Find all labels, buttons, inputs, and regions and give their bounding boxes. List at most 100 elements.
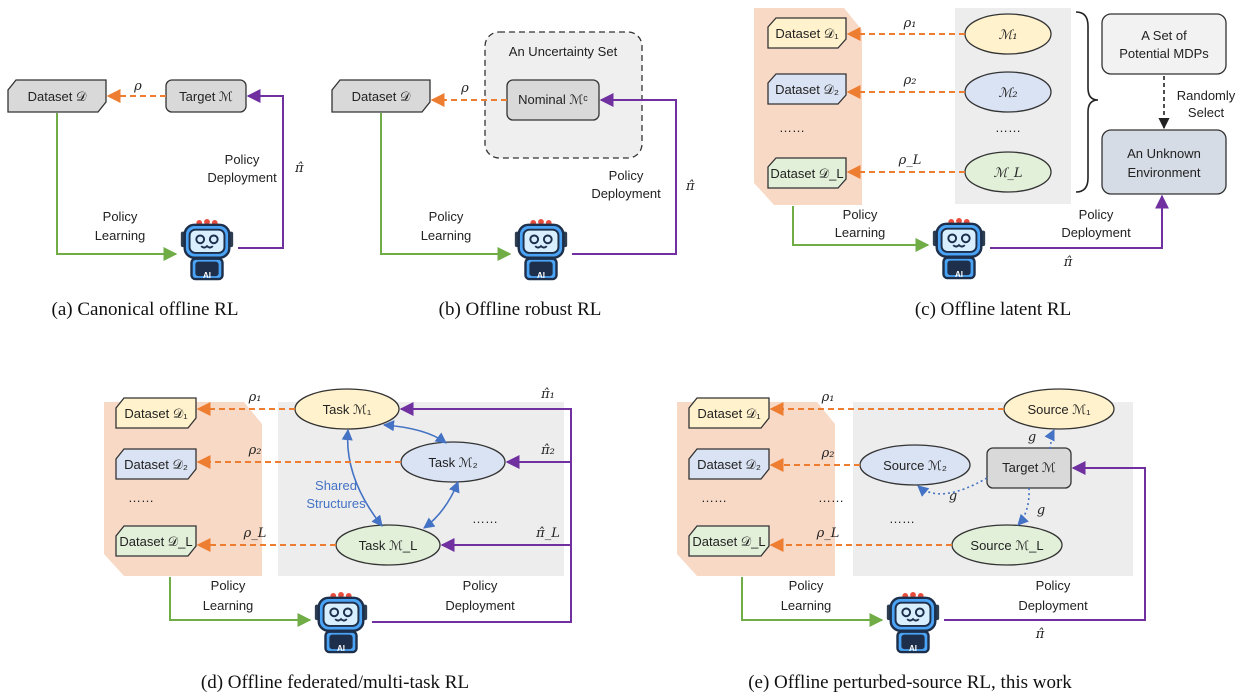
deploy-arrow-c xyxy=(990,194,1169,249)
task-label-d-L: Task ℳ_L xyxy=(359,538,418,553)
dataset-item-e-2: Dataset 𝒟₂ xyxy=(688,448,770,480)
g-label-1: g xyxy=(1028,430,1036,445)
panel-d: Dataset 𝒟₁ Dataset 𝒟₂ …… Dataset 𝒟_L Tas… xyxy=(104,387,572,693)
robot-icon: AI xyxy=(313,592,369,654)
robot-icon: AI xyxy=(513,219,569,281)
pi-label-d-L: π̂_L xyxy=(535,526,560,541)
random-select-label-1: Randomly xyxy=(1177,88,1236,103)
source-dots-e: …… xyxy=(889,511,915,526)
source-label-e-1: Source ℳ₁ xyxy=(1027,402,1091,417)
potential-mdps-label-2: Potential MDPs xyxy=(1119,46,1209,61)
shared-arrow-2-L xyxy=(423,480,460,529)
dataset-item-d-2: Dataset 𝒟₂ xyxy=(115,448,197,480)
learning-arrow-c xyxy=(792,206,930,252)
dataset-item-c-2: Dataset 𝒟₂ xyxy=(767,73,847,105)
caption-a: (a) Canonical offline RL xyxy=(52,299,239,320)
nominal-label: Nominal ℳᶜ xyxy=(518,92,588,107)
rho-label-d-1: ρ₁ xyxy=(248,390,262,405)
learning-label-b-1: Policy xyxy=(429,209,464,224)
learning-arrow-b xyxy=(380,113,512,261)
caption-d: (d) Offline federated/multi-task RL xyxy=(201,672,469,693)
dataset-item-e-1: Dataset 𝒟₁ xyxy=(688,397,770,429)
learning-label-c-2: Learning xyxy=(835,225,886,240)
dataset-item-e-L: Dataset 𝒟_L xyxy=(688,525,770,557)
deploy-label-a-1: Policy xyxy=(225,152,260,167)
mdp-dots-c: …… xyxy=(995,120,1021,135)
rho-label-c-2: ρ₂ xyxy=(903,73,917,88)
dataset-item-d-L: Dataset 𝒟_L xyxy=(115,525,197,557)
rho-label-d-L: ρ_L xyxy=(243,526,267,541)
svg-text:Dataset 𝒟_L: Dataset 𝒟_L xyxy=(770,166,843,181)
rho-label-e-1: ρ₁ xyxy=(821,390,835,405)
task-label-d-2: Task ℳ₂ xyxy=(428,455,477,470)
learning-label-a-2: Learning xyxy=(95,228,146,243)
caption-b: (b) Offline robust RL xyxy=(439,299,602,320)
rho-label-c-L: ρ_L xyxy=(898,153,922,168)
deploy-label-e-2: Deployment xyxy=(1018,598,1088,613)
dataset-dots-e: …… xyxy=(701,490,727,505)
svg-text:AI: AI xyxy=(337,644,345,653)
learning-label-e-1: Policy xyxy=(789,578,824,593)
g-label-L: g xyxy=(1037,503,1045,518)
task-label-d-1: Task ℳ₁ xyxy=(323,402,372,417)
learning-arrow-d xyxy=(169,577,312,627)
random-select-label-2: Select xyxy=(1188,105,1225,120)
deploy-label-d-2: Deployment xyxy=(445,598,515,613)
pi-hat-label-b: π̂ xyxy=(685,179,695,194)
dataset-label-b: Dataset 𝒟 xyxy=(352,89,411,104)
dataset-box-b xyxy=(331,79,431,113)
rho-label-b: ρ xyxy=(460,81,469,96)
deploy-arrow-b xyxy=(572,93,677,255)
g-arrow-L xyxy=(1017,487,1030,526)
svg-text:Dataset 𝒟_L: Dataset 𝒟_L xyxy=(692,534,765,549)
dataset-dots-c: …… xyxy=(779,120,805,135)
g-label-2: g xyxy=(949,489,957,504)
deploy-arrow-e xyxy=(944,461,1146,621)
deploy-label-b-1: Policy xyxy=(609,168,644,183)
deploy-arrow-d xyxy=(372,402,572,623)
learning-label-d-1: Policy xyxy=(211,578,246,593)
rho-label-e-2: ρ₂ xyxy=(821,446,835,461)
deploy-label-c-1: Policy xyxy=(1079,207,1114,222)
learning-label-d-2: Learning xyxy=(203,598,254,613)
learning-label-c-1: Policy xyxy=(843,207,878,222)
pi-label-d-1: π̂₁ xyxy=(540,387,555,402)
panel-a: Dataset 𝒟 Target ℳ ρ Policy Learning Pol… xyxy=(7,79,304,320)
panel-b: An Uncertainty Set Dataset 𝒟 Nominal ℳᶜ … xyxy=(331,31,695,320)
pi-hat-label-c: π̂ xyxy=(1063,255,1073,270)
robot-icon: AI xyxy=(885,592,941,654)
svg-text:Dataset 𝒟₁: Dataset 𝒟₁ xyxy=(124,406,188,421)
learning-label-b-2: Learning xyxy=(421,228,472,243)
target-label-a: Target ℳ xyxy=(179,89,233,104)
task-dots-d: …… xyxy=(472,511,498,526)
robot-icon: AI xyxy=(179,219,235,281)
svg-text:Dataset 𝒟₂: Dataset 𝒟₂ xyxy=(697,457,761,472)
unknown-env-label-1: An Unknown xyxy=(1127,146,1201,161)
learning-label-a-1: Policy xyxy=(103,209,138,224)
svg-text:Dataset 𝒟_L: Dataset 𝒟_L xyxy=(119,534,192,549)
dataset-box-a xyxy=(7,79,107,113)
shared-arrow-1-2 xyxy=(382,420,447,444)
mdp-brace-c xyxy=(1075,11,1099,193)
svg-text:AI: AI xyxy=(203,271,211,280)
target-label-e: Target ℳ xyxy=(1002,460,1056,475)
pi-hat-label-e: π̂ xyxy=(1035,627,1045,642)
caption-e: (e) Offline perturbed-source RL, this wo… xyxy=(748,672,1072,693)
unknown-env-box xyxy=(1101,129,1227,195)
svg-text:Dataset 𝒟₁: Dataset 𝒟₁ xyxy=(775,26,839,41)
svg-text:Dataset 𝒟₂: Dataset 𝒟₂ xyxy=(775,82,839,97)
svg-text:AI: AI xyxy=(537,271,545,280)
deploy-arrow-a xyxy=(238,89,284,249)
rho-label-e-L: ρ_L xyxy=(816,526,840,541)
shared-label-1: Shared xyxy=(315,478,357,493)
deploy-label-e-1: Policy xyxy=(1036,578,1071,593)
robot-icon: AI xyxy=(931,218,987,280)
svg-text:Dataset 𝒟₂: Dataset 𝒟₂ xyxy=(124,457,188,472)
panel-e: Dataset 𝒟₁ Dataset 𝒟₂ …… Dataset 𝒟_L Sou… xyxy=(677,388,1146,693)
rho-label-a: ρ xyxy=(133,79,142,94)
dataset-item-c-L: Dataset 𝒟_L xyxy=(767,157,847,189)
pi-label-d-2: π̂₂ xyxy=(540,443,555,458)
deploy-label-c-2: Deployment xyxy=(1061,225,1131,240)
mdp-label-c-1: ℳ₁ xyxy=(998,28,1017,43)
